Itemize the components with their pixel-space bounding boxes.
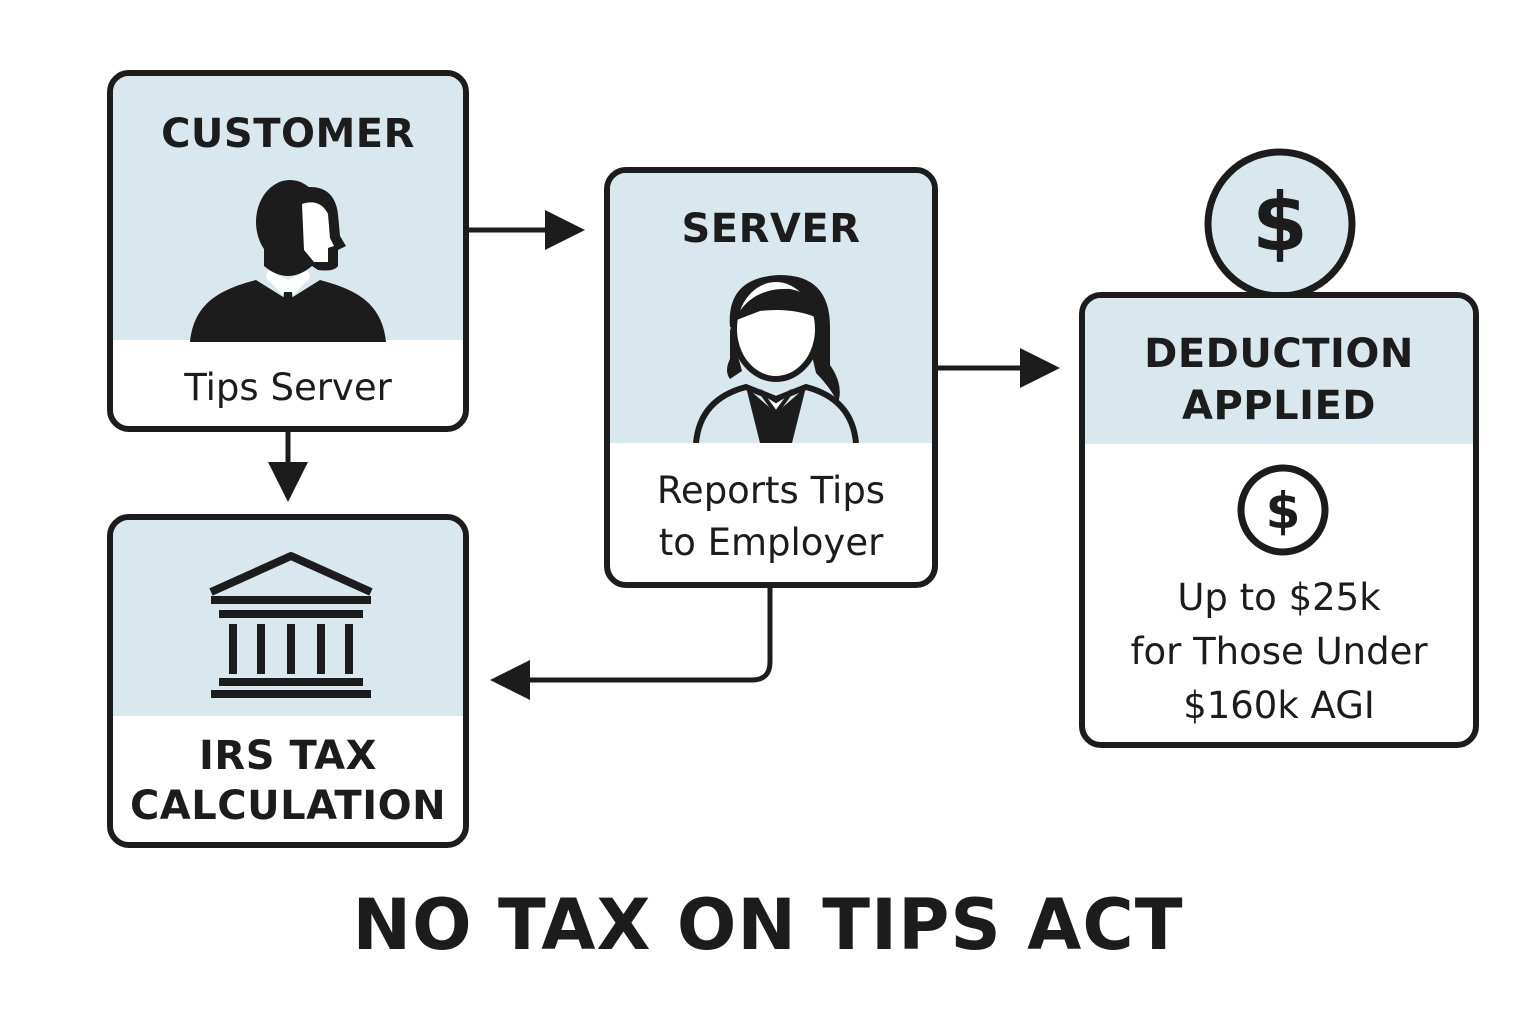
deduction-body-line-3: $160k AGI xyxy=(1183,684,1375,727)
diagram-title: NO TAX ON TIPS ACT xyxy=(352,884,1184,966)
svg-text:$: $ xyxy=(1266,482,1301,540)
irs-heading-line-2: CALCULATION xyxy=(129,783,447,829)
man-in-suit-icon xyxy=(190,180,386,342)
dollar-badge-icon: $ xyxy=(1204,148,1356,300)
server-caption-line-2: to Employer xyxy=(658,521,884,564)
deduction-heading-line-2: APPLIED xyxy=(1182,383,1376,429)
irs-card: IRS TAX CALCULATION xyxy=(107,514,469,848)
customer-card: CUSTOMER Tips Server xyxy=(107,70,469,432)
deduction-card-band xyxy=(1085,298,1473,444)
irs-heading-line-1: IRS TAX xyxy=(199,733,377,779)
dollar-coin-icon: $ xyxy=(1237,464,1329,556)
woman-server-icon xyxy=(693,275,859,443)
customer-heading: CUSTOMER xyxy=(161,111,415,157)
server-caption-line-1: Reports Tips xyxy=(656,469,886,512)
arrow-server-to-irs xyxy=(490,588,773,700)
server-heading: SERVER xyxy=(681,206,861,252)
deduction-body-line-2: for Those Under xyxy=(1130,630,1428,673)
svg-text:$: $ xyxy=(1252,176,1308,269)
deduction-card: DEDUCTION APPLIED $ Up to $25k for Those… xyxy=(1079,292,1479,748)
server-card: SERVER Reports Tips to Employer xyxy=(604,167,938,588)
bank-building-icon xyxy=(209,552,373,698)
deduction-body-line-1: Up to $25k xyxy=(1177,576,1381,619)
deduction-heading-line-1: DEDUCTION xyxy=(1144,331,1414,377)
customer-caption: Tips Server xyxy=(184,366,392,409)
